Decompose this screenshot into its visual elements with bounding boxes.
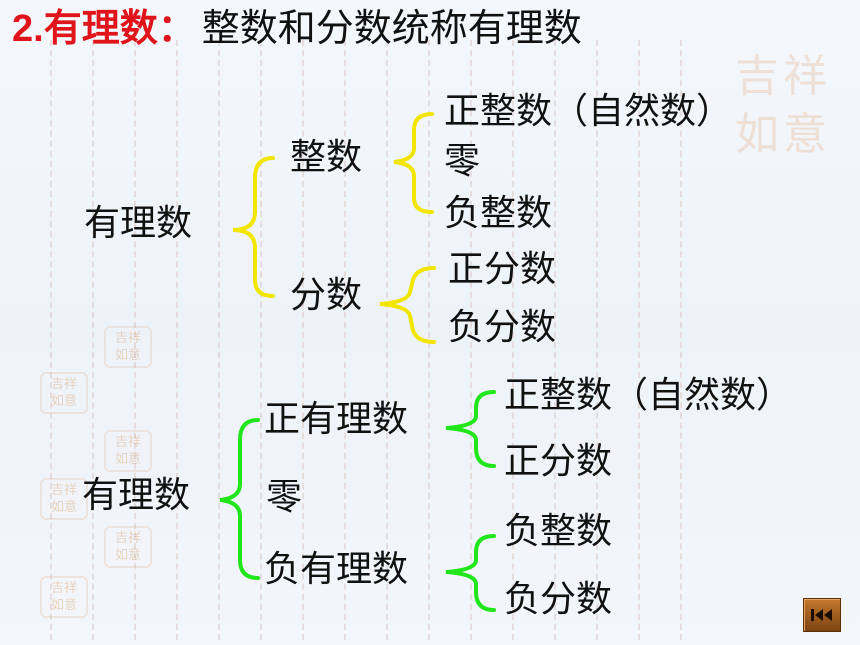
seal-stamp-icon: 吉祥如意: [104, 430, 152, 472]
tree2-negative-label: 负有理数: [264, 549, 409, 590]
grid-line: [512, 40, 514, 640]
tree2-zero-label: 零: [266, 477, 303, 518]
tree2-root: 有理数: [82, 475, 191, 516]
tree2-negative-item: 负分数: [504, 579, 613, 620]
tree2-positive-item: 正整数（自然数）: [504, 375, 793, 416]
tree1-integer-label: 整数: [290, 137, 363, 178]
grid-line: [554, 40, 556, 640]
seal-stamp-icon: 吉祥如意: [735, 51, 831, 160]
grid-line: [638, 40, 640, 640]
grid-line: [50, 40, 52, 640]
title-term: 有理数: [43, 6, 158, 50]
tree1-fraction-brace: [379, 266, 436, 344]
tree2-positive-brace: [445, 390, 496, 468]
tree1-root-brace: [232, 156, 275, 298]
tree2-root-brace: [219, 418, 260, 580]
grid-line: [218, 40, 220, 640]
tree2-positive-item: 正分数: [504, 441, 613, 482]
tree2-positive-label: 正有理数: [264, 399, 409, 440]
grid-line: [92, 40, 94, 640]
title-definition: 整数和分数统称有理数: [201, 6, 582, 50]
tree1-root: 有理数: [84, 203, 193, 244]
seal-stamp-icon: 吉祥如意: [40, 576, 88, 618]
seal-stamp-icon: 吉祥如意: [104, 526, 152, 568]
tree1-integer-item: 负整数: [444, 193, 553, 234]
tree1-fraction-label: 分数: [290, 275, 363, 316]
grid-line: [344, 40, 346, 640]
grid-line: [260, 40, 262, 640]
skip-to-start-button[interactable]: [803, 598, 841, 632]
tree2-negative-item: 负整数: [504, 511, 613, 552]
grid-line: [176, 40, 178, 640]
title-number: 2.: [12, 8, 44, 50]
seal-stamp-icon: 吉祥如意: [104, 326, 152, 368]
grid-line: [134, 40, 136, 640]
title-colon: ：: [157, 6, 196, 50]
grid-line: [470, 40, 472, 640]
tree1-integer-brace: [393, 112, 434, 214]
seal-stamp-icon: 吉祥如意: [40, 372, 88, 414]
slide-title: 2.有理数：整数和分数统称有理数: [12, 4, 582, 53]
skip-to-start-icon: [811, 609, 832, 621]
tree1-integer-item: 零: [444, 141, 481, 182]
tree1-integer-item: 正整数（自然数）: [444, 91, 733, 132]
grid-line: [596, 40, 598, 640]
tree1-fraction-item: 负分数: [448, 307, 557, 348]
tree2-negative-brace: [445, 534, 496, 612]
grid-line: [302, 40, 304, 640]
tree1-fraction-item: 正分数: [448, 249, 557, 290]
grid-line: [386, 40, 388, 640]
seal-stamp-icon: 吉祥如意: [40, 478, 88, 520]
grid-line: [680, 40, 682, 640]
